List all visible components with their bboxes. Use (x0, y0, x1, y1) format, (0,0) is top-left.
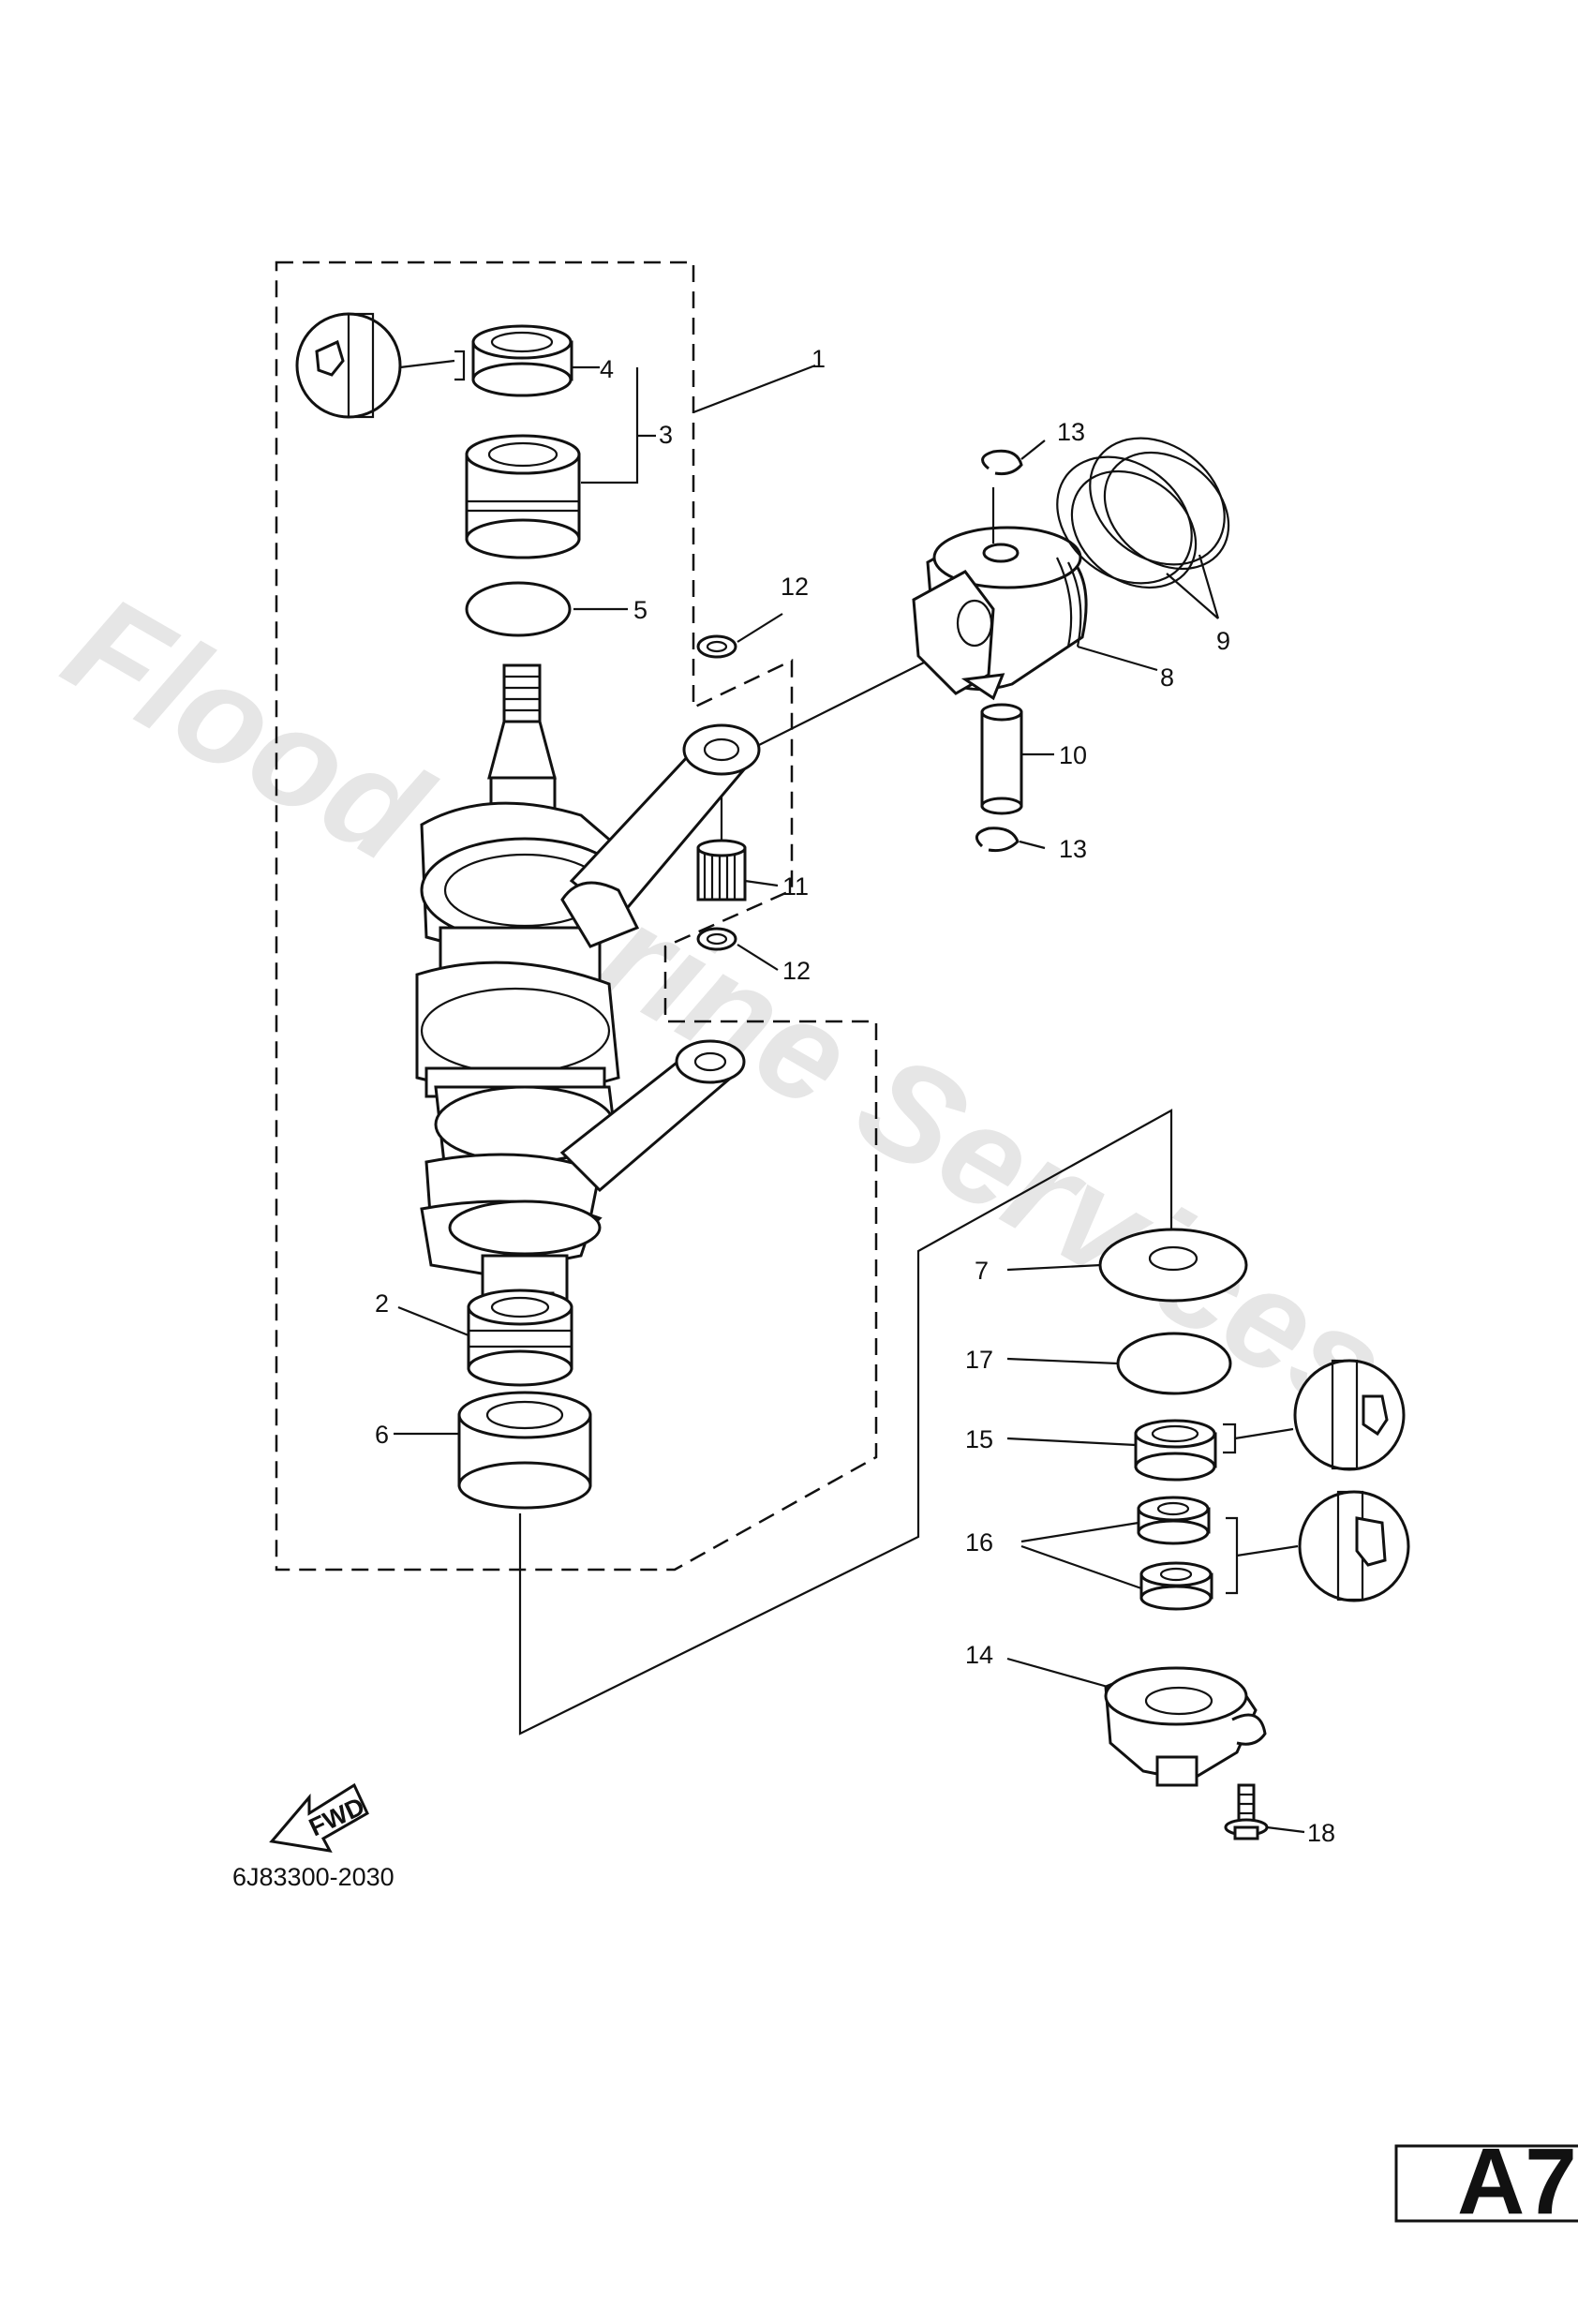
connecting-rod-lower (559, 1039, 746, 1193)
bolt-18 (1224, 1783, 1269, 1840)
oil-seal-16-bottom (1139, 1561, 1213, 1611)
callout-13-top: 13 (1057, 418, 1085, 446)
part-number: 6J83300-2030 (232, 1863, 394, 1891)
callout-12-top: 12 (781, 573, 809, 601)
callout-7: 7 (975, 1257, 989, 1285)
callout-18: 18 (1307, 1819, 1335, 1847)
circlip-13-bottom (975, 827, 1020, 853)
callout-13-bottom: 13 (1059, 835, 1087, 863)
callout-10: 10 (1059, 741, 1087, 769)
grease-symbol-icon-2 (1293, 1359, 1406, 1471)
washer-12-bottom (696, 927, 737, 951)
oil-seal-15 (1134, 1419, 1217, 1482)
fwd-arrow-icon: FWD (269, 1782, 369, 1853)
callout-1: 1 (811, 345, 826, 373)
callout-14: 14 (965, 1641, 993, 1669)
bearing-6 (457, 1391, 592, 1510)
washer-7 (1098, 1228, 1248, 1303)
callout-11: 11 (782, 872, 809, 901)
needle-bearing-11 (696, 839, 747, 901)
callout-3: 3 (659, 421, 673, 449)
assembly-group-boundary (275, 261, 878, 1572)
callout-6: 6 (375, 1421, 389, 1449)
callout-12-bottom: 12 (782, 957, 811, 985)
oil-seal-2 (467, 1289, 573, 1387)
callout-16: 16 (965, 1528, 993, 1557)
connecting-rod-upper (560, 723, 761, 948)
callout-9: 9 (1216, 627, 1230, 655)
callout-15: 15 (965, 1425, 993, 1453)
callout-8: 8 (1160, 663, 1174, 692)
piston-pin-10 (980, 703, 1023, 815)
o-ring-5 (465, 581, 572, 637)
callout-17: 17 (965, 1346, 993, 1374)
bearing-3 (465, 434, 581, 559)
o-ring-17 (1116, 1332, 1232, 1395)
watermark: Flood Marine Services (41, 564, 1412, 1447)
oil-seal-16-top (1137, 1496, 1211, 1545)
callout-2: 2 (375, 1289, 389, 1318)
washer-12-top (696, 634, 737, 659)
circlip-13-top (981, 449, 1023, 476)
callout-5: 5 (633, 596, 648, 624)
callout-4: 4 (600, 355, 614, 383)
page-tag: A7 (1457, 2129, 1577, 2234)
oil-seal-4 (471, 324, 573, 397)
page-tag-box (1394, 2144, 1578, 2223)
piston-rings-9 (1056, 437, 1230, 589)
seal-housing-14 (1104, 1666, 1267, 1787)
grease-symbol-icon (295, 312, 466, 419)
grease-symbol-icon-3 (1298, 1490, 1410, 1602)
